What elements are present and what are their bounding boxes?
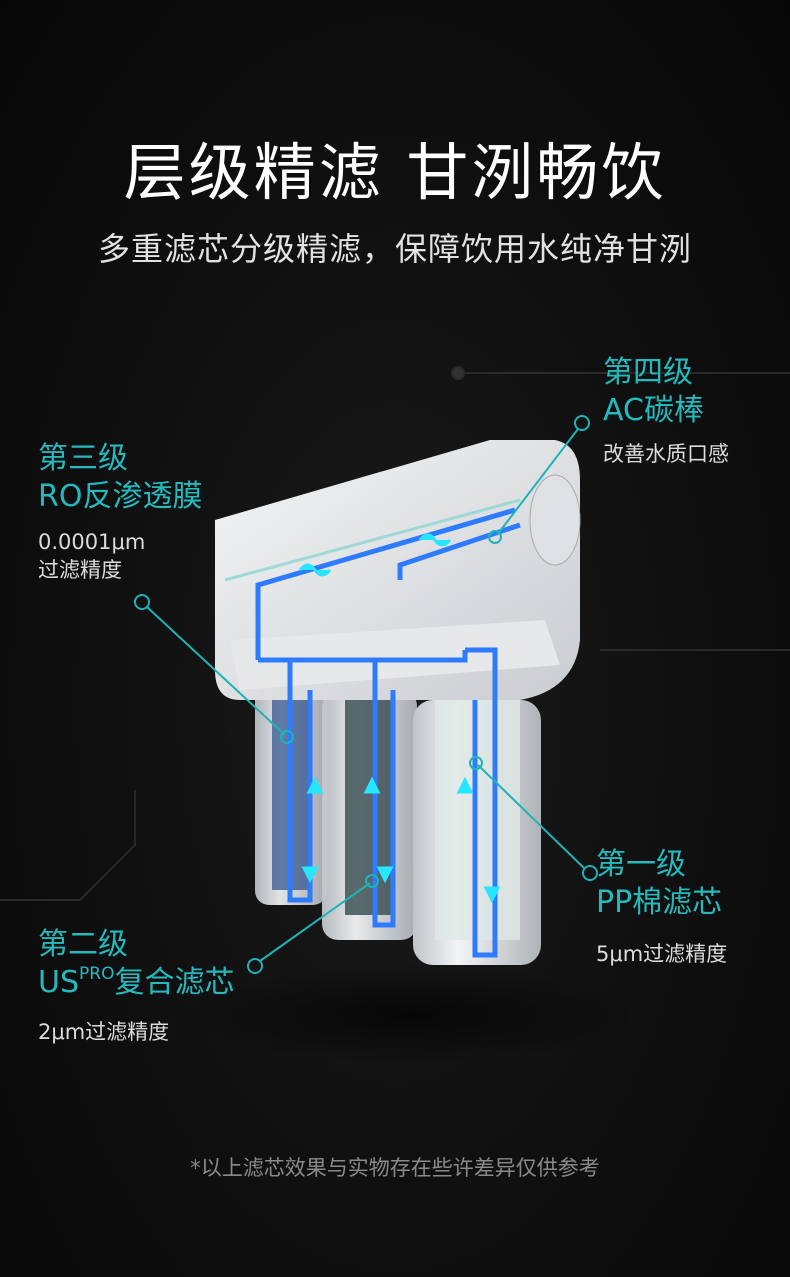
product-shadow (180, 965, 640, 1065)
page-subtitle: 多重滤芯分级精滤，保障饮用水纯净甘洌 (97, 230, 692, 268)
filter-cylinders (255, 680, 541, 965)
stage-name-suffix: 复合滤芯 (114, 965, 235, 1000)
stage-name: PP棉滤芯 (596, 885, 723, 920)
disclaimer: *以上滤芯效果与实物存在些许差异仅供参考 (190, 1156, 600, 1180)
stage-2-callout: 第二级 USPRO复合滤芯 2μm过滤精度 (38, 926, 234, 1046)
stage-name-sup: PRO (79, 964, 115, 984)
stage-1-callout: 第一级 PP棉滤芯 5μm过滤精度 (596, 846, 727, 968)
stage-detail: 0.0001μm (38, 530, 146, 554)
stage-4-callout: 第四级 AC碳棒 改善水质口感 (603, 354, 729, 468)
stage-level: 第四级 (603, 355, 693, 390)
stage-detail: 2μm过滤精度 (38, 1020, 170, 1044)
stage-level: 第三级 (38, 441, 128, 476)
callout-lines (134, 415, 598, 974)
stage-detail: 改善水质口感 (603, 442, 729, 466)
stage-name-prefix: US (38, 965, 80, 1000)
stage-name: USPRO复合滤芯 (38, 964, 234, 1002)
circuit-lines (0, 366, 790, 901)
stage-name: RO反渗透膜 (38, 479, 203, 514)
stage-detail-2: 过滤精度 (38, 558, 122, 582)
stage-level: 第一级 (596, 847, 686, 882)
flow-arrows (298, 533, 501, 904)
stage-level: 第二级 (38, 927, 128, 962)
page-title: 层级精滤 甘洌畅饮 (123, 136, 667, 209)
stage-detail: 5μm过滤精度 (596, 942, 728, 966)
stage-name: AC碳棒 (603, 393, 704, 428)
stage-3-callout: 第三级 RO反渗透膜 0.0001μm 过滤精度 (38, 440, 202, 584)
